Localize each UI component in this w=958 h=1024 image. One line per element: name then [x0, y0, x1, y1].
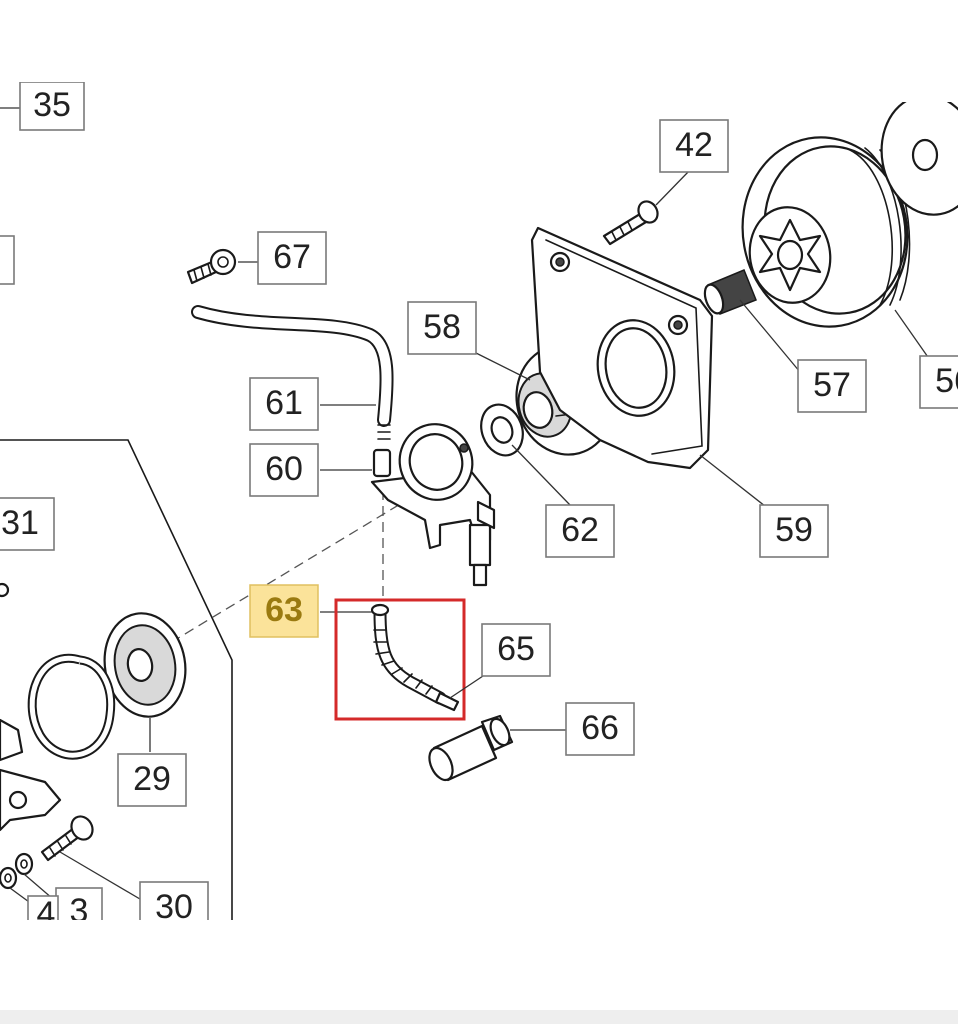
oil-pump-housing: [370, 423, 496, 587]
callout-63-text: 63: [265, 591, 303, 629]
left-bracket-fragment: [0, 582, 62, 832]
callout-59-text: 59: [775, 511, 813, 549]
part-62-washer: [480, 403, 571, 506]
callout-30-text: 30: [155, 888, 193, 926]
callout-60: 60: [249, 443, 319, 497]
callout-29-text: 29: [133, 760, 171, 798]
callout-58: 58: [407, 301, 477, 355]
part-67-fitting: [186, 248, 258, 285]
circlip: [27, 653, 116, 760]
callout-62: 62: [545, 504, 615, 558]
callout-61: 61: [249, 377, 319, 431]
part-57-needle-bearing: [703, 269, 801, 373]
callout-65: 65: [481, 623, 551, 677]
callout-35: 35: [19, 81, 85, 131]
bottom-mask: [0, 920, 958, 1010]
part-59-cover-plate: [530, 226, 771, 511]
callout-left-fragment: [0, 235, 15, 285]
bottom-strip: [0, 1010, 958, 1024]
callout-58-text: 58: [423, 308, 461, 346]
part-42-screw: [602, 169, 691, 246]
callout-42: 42: [659, 119, 729, 173]
callout-29: 29: [117, 753, 187, 807]
top-right-mask: [860, 82, 958, 102]
assembly-axis-lines: [174, 479, 441, 641]
callout-66: 66: [565, 702, 635, 756]
part-56-clutch-drum: [741, 136, 931, 361]
callout-31: 31: [0, 497, 55, 551]
callout-57-text: 57: [813, 366, 851, 404]
callout-65-text: 65: [497, 630, 535, 668]
callout-56: 56: [919, 355, 958, 409]
callout-42-text: 42: [675, 126, 713, 164]
callout-63-highlighted: 63: [249, 584, 319, 638]
callout-31-text: 31: [1, 504, 39, 542]
top-mask: [0, 0, 958, 82]
callout-62-text: 62: [561, 511, 599, 549]
part-60-fitting: [320, 448, 392, 478]
callout-61-text: 61: [265, 384, 303, 422]
callout-56-text: 56: [935, 362, 958, 400]
part-30-screw: [40, 815, 146, 903]
top-right-fragment: [880, 94, 958, 216]
callout-67-text: 67: [273, 238, 311, 276]
part-61-hose: [191, 305, 394, 440]
callout-57: 57: [797, 359, 867, 413]
callout-66-text: 66: [581, 709, 619, 747]
callout-59: 59: [759, 504, 829, 558]
part-66-oil-filter: [428, 714, 568, 782]
part-29-bearing: [103, 612, 187, 752]
selection-highlight-box: [334, 598, 466, 721]
callout-67: 67: [257, 231, 327, 285]
callout-35-text: 35: [33, 86, 71, 124]
part-63-oil-tube: [320, 603, 460, 712]
callout-60-text: 60: [265, 450, 303, 488]
left-panel-outline: [0, 439, 233, 921]
